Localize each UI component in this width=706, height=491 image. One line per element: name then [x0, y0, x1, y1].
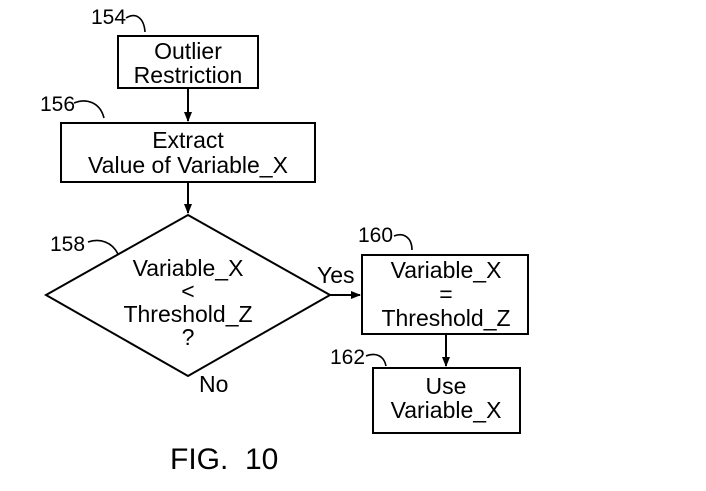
- use-line1: Use: [426, 373, 467, 399]
- ref-156-leader: [73, 100, 105, 119]
- decision-line1: Variable_X: [133, 255, 244, 281]
- ref-160: 160: [358, 224, 413, 251]
- no-branch-label: No: [199, 371, 228, 397]
- figure-caption: FIG. 10: [170, 443, 278, 476]
- use-variable-node: Use Variable_X: [372, 367, 521, 434]
- ref-162-number: 162: [330, 346, 365, 369]
- assign-threshold-node: Variable_X = Threshold_Z: [361, 254, 529, 335]
- use-line2: Variable_X: [391, 397, 502, 423]
- threshold-decision-node: Variable_X < Threshold_Z ?: [43, 213, 333, 378]
- ref-154-number: 154: [91, 6, 126, 29]
- outlier-restriction-line1: Outlier: [154, 38, 222, 64]
- ref-156: 156: [40, 93, 105, 119]
- ref-156-number: 156: [40, 93, 75, 116]
- ref-158: 158: [50, 233, 119, 256]
- threshold-decision-diamond: [43, 213, 333, 378]
- assign-line2: =: [439, 281, 452, 307]
- ref-160-leader: [393, 234, 413, 251]
- extract-value-node: Extract Value of Variable_X: [60, 122, 316, 183]
- outlier-restriction-box: [117, 35, 259, 89]
- extract-value-line2: Value of Variable_X: [88, 152, 288, 178]
- assign-line3: Threshold_Z: [381, 305, 510, 331]
- decision-line2: <: [181, 278, 194, 304]
- yes-branch-label: Yes: [317, 262, 355, 288]
- ref-162: 162: [330, 346, 387, 369]
- assign-line1: Variable_X: [391, 257, 502, 283]
- decision-line4: ?: [182, 324, 195, 350]
- decision-line3: Threshold_Z: [123, 301, 252, 327]
- assign-threshold-box: [361, 254, 529, 335]
- ref-160-number: 160: [358, 224, 393, 247]
- extract-value-line1: Extract: [152, 127, 224, 153]
- outlier-restriction-node: Outlier Restriction: [117, 35, 259, 89]
- ref-158-number: 158: [50, 233, 85, 256]
- ref-154-leader: [125, 14, 146, 33]
- outlier-restriction-line2: Restriction: [134, 62, 243, 88]
- ref-162-leader: [365, 353, 387, 367]
- extract-value-box: [60, 122, 316, 183]
- ref-154: 154: [91, 6, 146, 33]
- use-variable-box: [372, 367, 521, 434]
- ref-158-leader: [87, 239, 119, 255]
